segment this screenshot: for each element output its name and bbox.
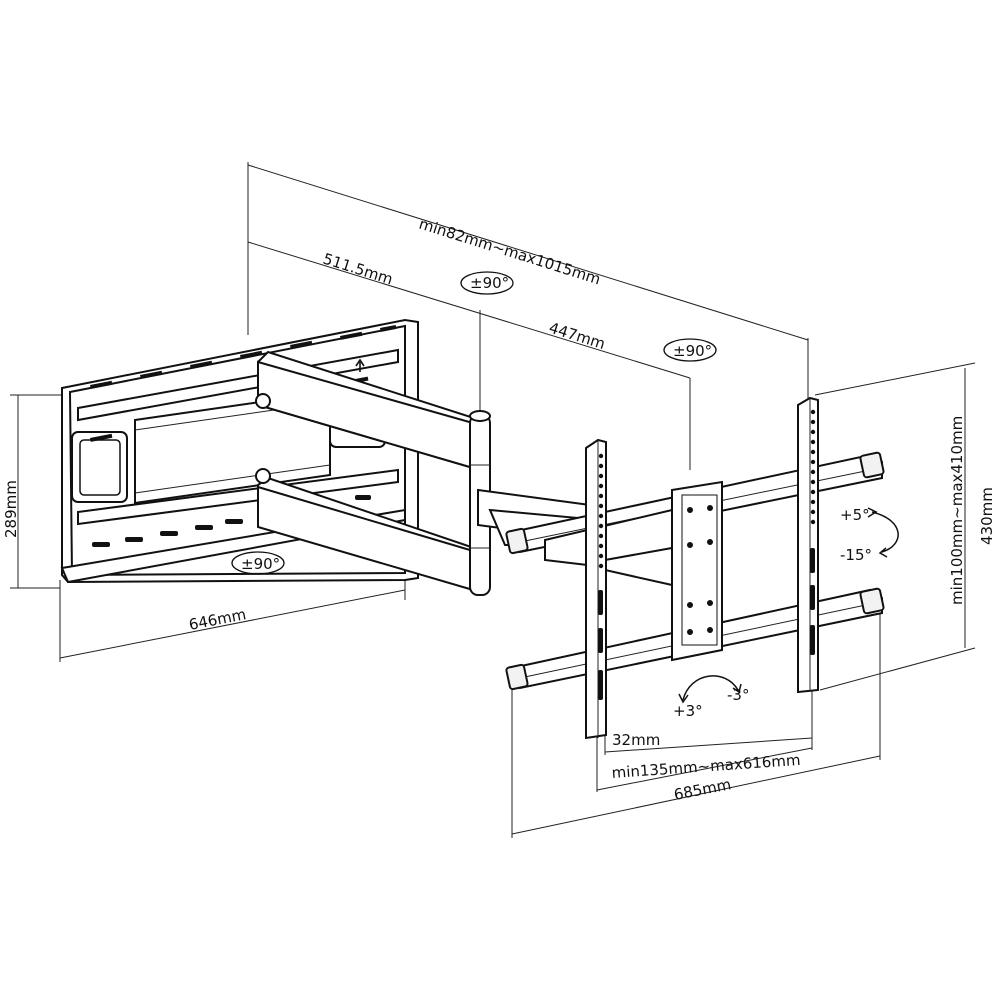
vesa-strap-right [797,396,819,694]
rail-width-label: 685mm [672,775,732,804]
swing-arms [255,350,601,596]
vesa-height-range-label: min100mm~max410mm [948,416,966,605]
level-minus-label: -3° [727,686,749,704]
swivel-wall-label: ±90° [470,274,509,292]
wall-plate-height-label: 289mm [2,480,20,538]
wall-plate-top-slots [90,324,397,389]
vesa-width-range-label: min135mm~max616mm [611,751,801,782]
tilt-down-label: -15° [840,546,872,564]
swivel-joint-1-label: ±90° [241,555,280,573]
tv-bracket [505,396,885,740]
arm2-length-label: 447mm [547,319,608,353]
arm1-length-label: 511.5mm [321,250,395,289]
dimension-lines [10,162,976,838]
vesa-strap-left [585,438,607,740]
level-plus-label: +3° [673,702,703,720]
tilt-up-label: +5° [840,506,870,524]
wall-plate-width-label: 646mm [187,605,247,634]
bracket-height-label: 430mm [978,487,996,545]
rotation-indicators [231,271,899,704]
rotation-labels: ±90° ±90° ±90° +5° -15° +3° -3° [241,274,872,720]
rail-offset-label: 32mm [612,731,660,749]
swivel-joint-2-label: ±90° [673,342,712,360]
